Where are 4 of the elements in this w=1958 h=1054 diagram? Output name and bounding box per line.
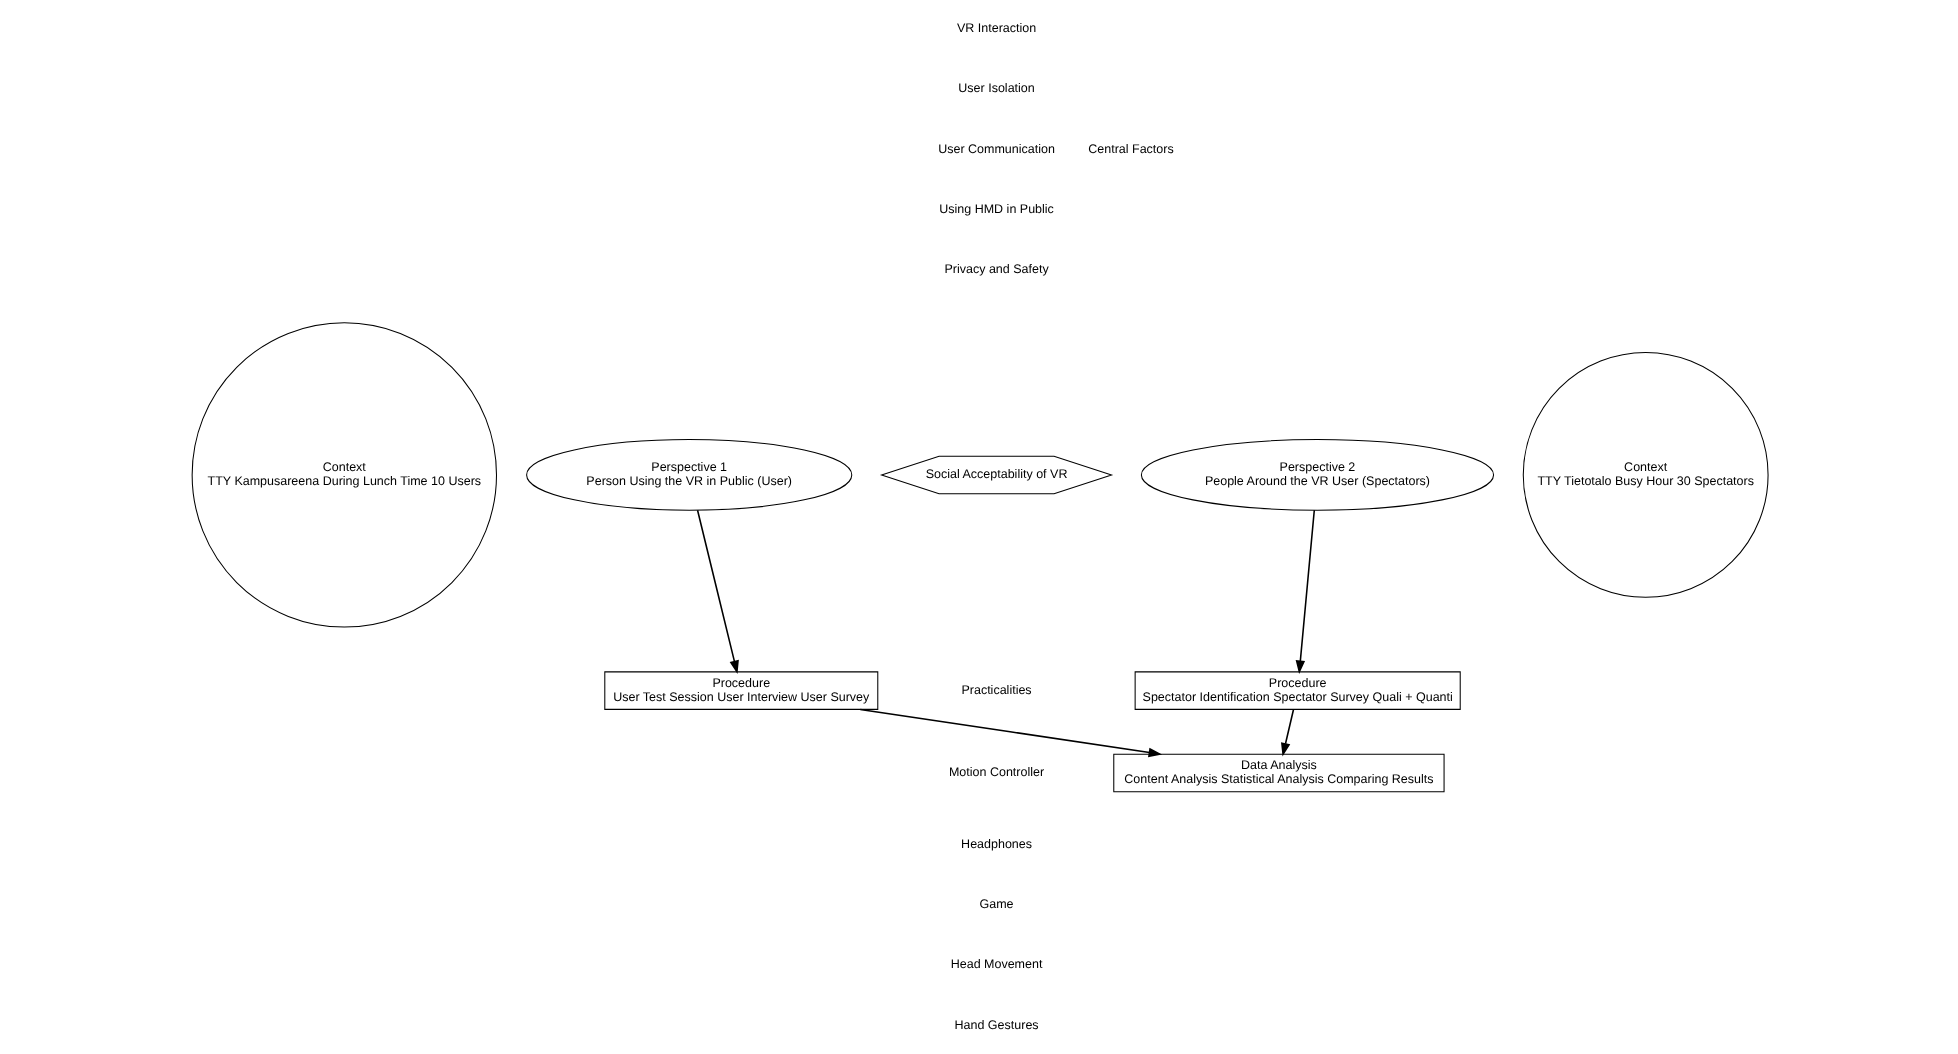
arrow bbox=[1294, 509, 1315, 675]
arrow bbox=[1280, 708, 1294, 757]
arrow bbox=[695, 509, 738, 674]
arrow bbox=[858, 708, 1162, 758]
